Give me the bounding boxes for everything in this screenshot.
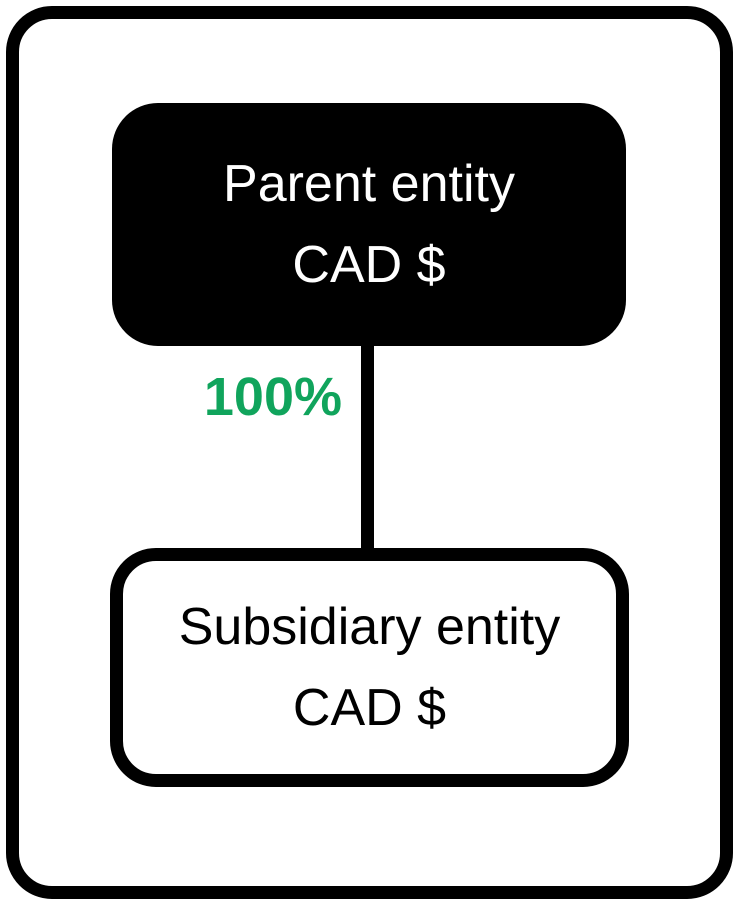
- subsidiary-entity-node: Subsidiary entity CAD $: [110, 548, 629, 787]
- parent-entity-name: Parent entity: [223, 154, 515, 213]
- parent-entity-currency: CAD $: [292, 235, 446, 294]
- parent-entity-node: Parent entity CAD $: [112, 103, 626, 346]
- ownership-percentage-label: 100%: [203, 367, 342, 427]
- subsidiary-entity-name: Subsidiary entity: [178, 597, 561, 656]
- subsidiary-entity-currency: CAD $: [292, 678, 447, 737]
- ownership-connector-line: [361, 345, 374, 549]
- diagram-outer-frame: [6, 6, 733, 899]
